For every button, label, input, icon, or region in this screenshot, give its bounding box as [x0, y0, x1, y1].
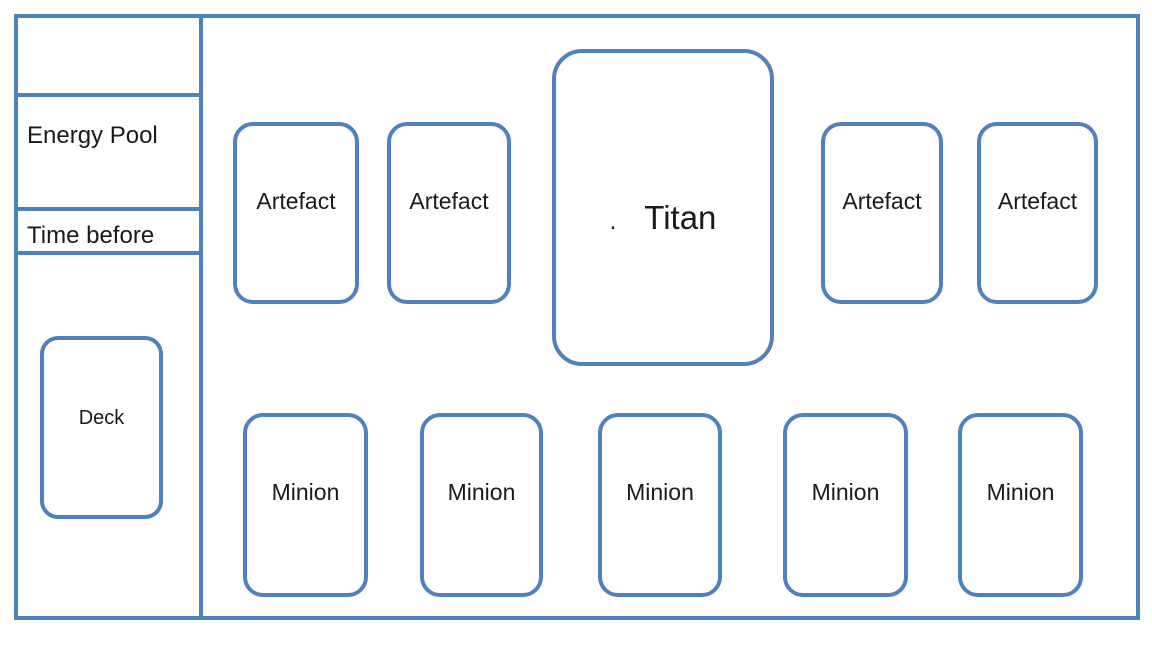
minion-card-3[interactable]: Minion: [598, 413, 722, 597]
minion-card-label: Minion: [626, 479, 694, 506]
minion-card-label: Minion: [986, 479, 1055, 506]
artefact-card-3[interactable]: Artefact: [821, 122, 943, 304]
sidebar-divider: [18, 251, 199, 255]
minion-card-label: Minion: [447, 479, 516, 506]
titan-card-label: Titan: [644, 198, 717, 236]
player-sidebar: [14, 14, 203, 620]
time-before-label: Time before: [27, 222, 155, 249]
minion-card-1[interactable]: Minion: [243, 413, 368, 597]
artefact-card-label: Artefact: [997, 188, 1078, 215]
sidebar-divider: [18, 207, 199, 211]
artefact-card-label: Artefact: [256, 188, 336, 215]
minion-card-5[interactable]: Minion: [958, 413, 1083, 597]
artefact-card-label: Artefact: [409, 188, 489, 215]
minion-card-4[interactable]: Minion: [783, 413, 908, 597]
titan-card[interactable]: . Titan: [552, 49, 774, 366]
titan-card-dot: .: [609, 207, 617, 235]
deck-card-label: Deck: [78, 406, 125, 429]
minion-card-label: Minion: [271, 479, 340, 506]
minion-card-label: Minion: [811, 479, 880, 506]
sidebar-divider: [18, 93, 199, 97]
deck-card[interactable]: Deck: [40, 336, 163, 519]
minion-card-2[interactable]: Minion: [420, 413, 543, 597]
artefact-card-1[interactable]: Artefact: [233, 122, 359, 304]
energy-pool-label: Energy Pool: [27, 122, 158, 149]
artefact-card-2[interactable]: Artefact: [387, 122, 511, 304]
artefact-card-label: Artefact: [842, 188, 922, 215]
artefact-card-4[interactable]: Artefact: [977, 122, 1098, 304]
